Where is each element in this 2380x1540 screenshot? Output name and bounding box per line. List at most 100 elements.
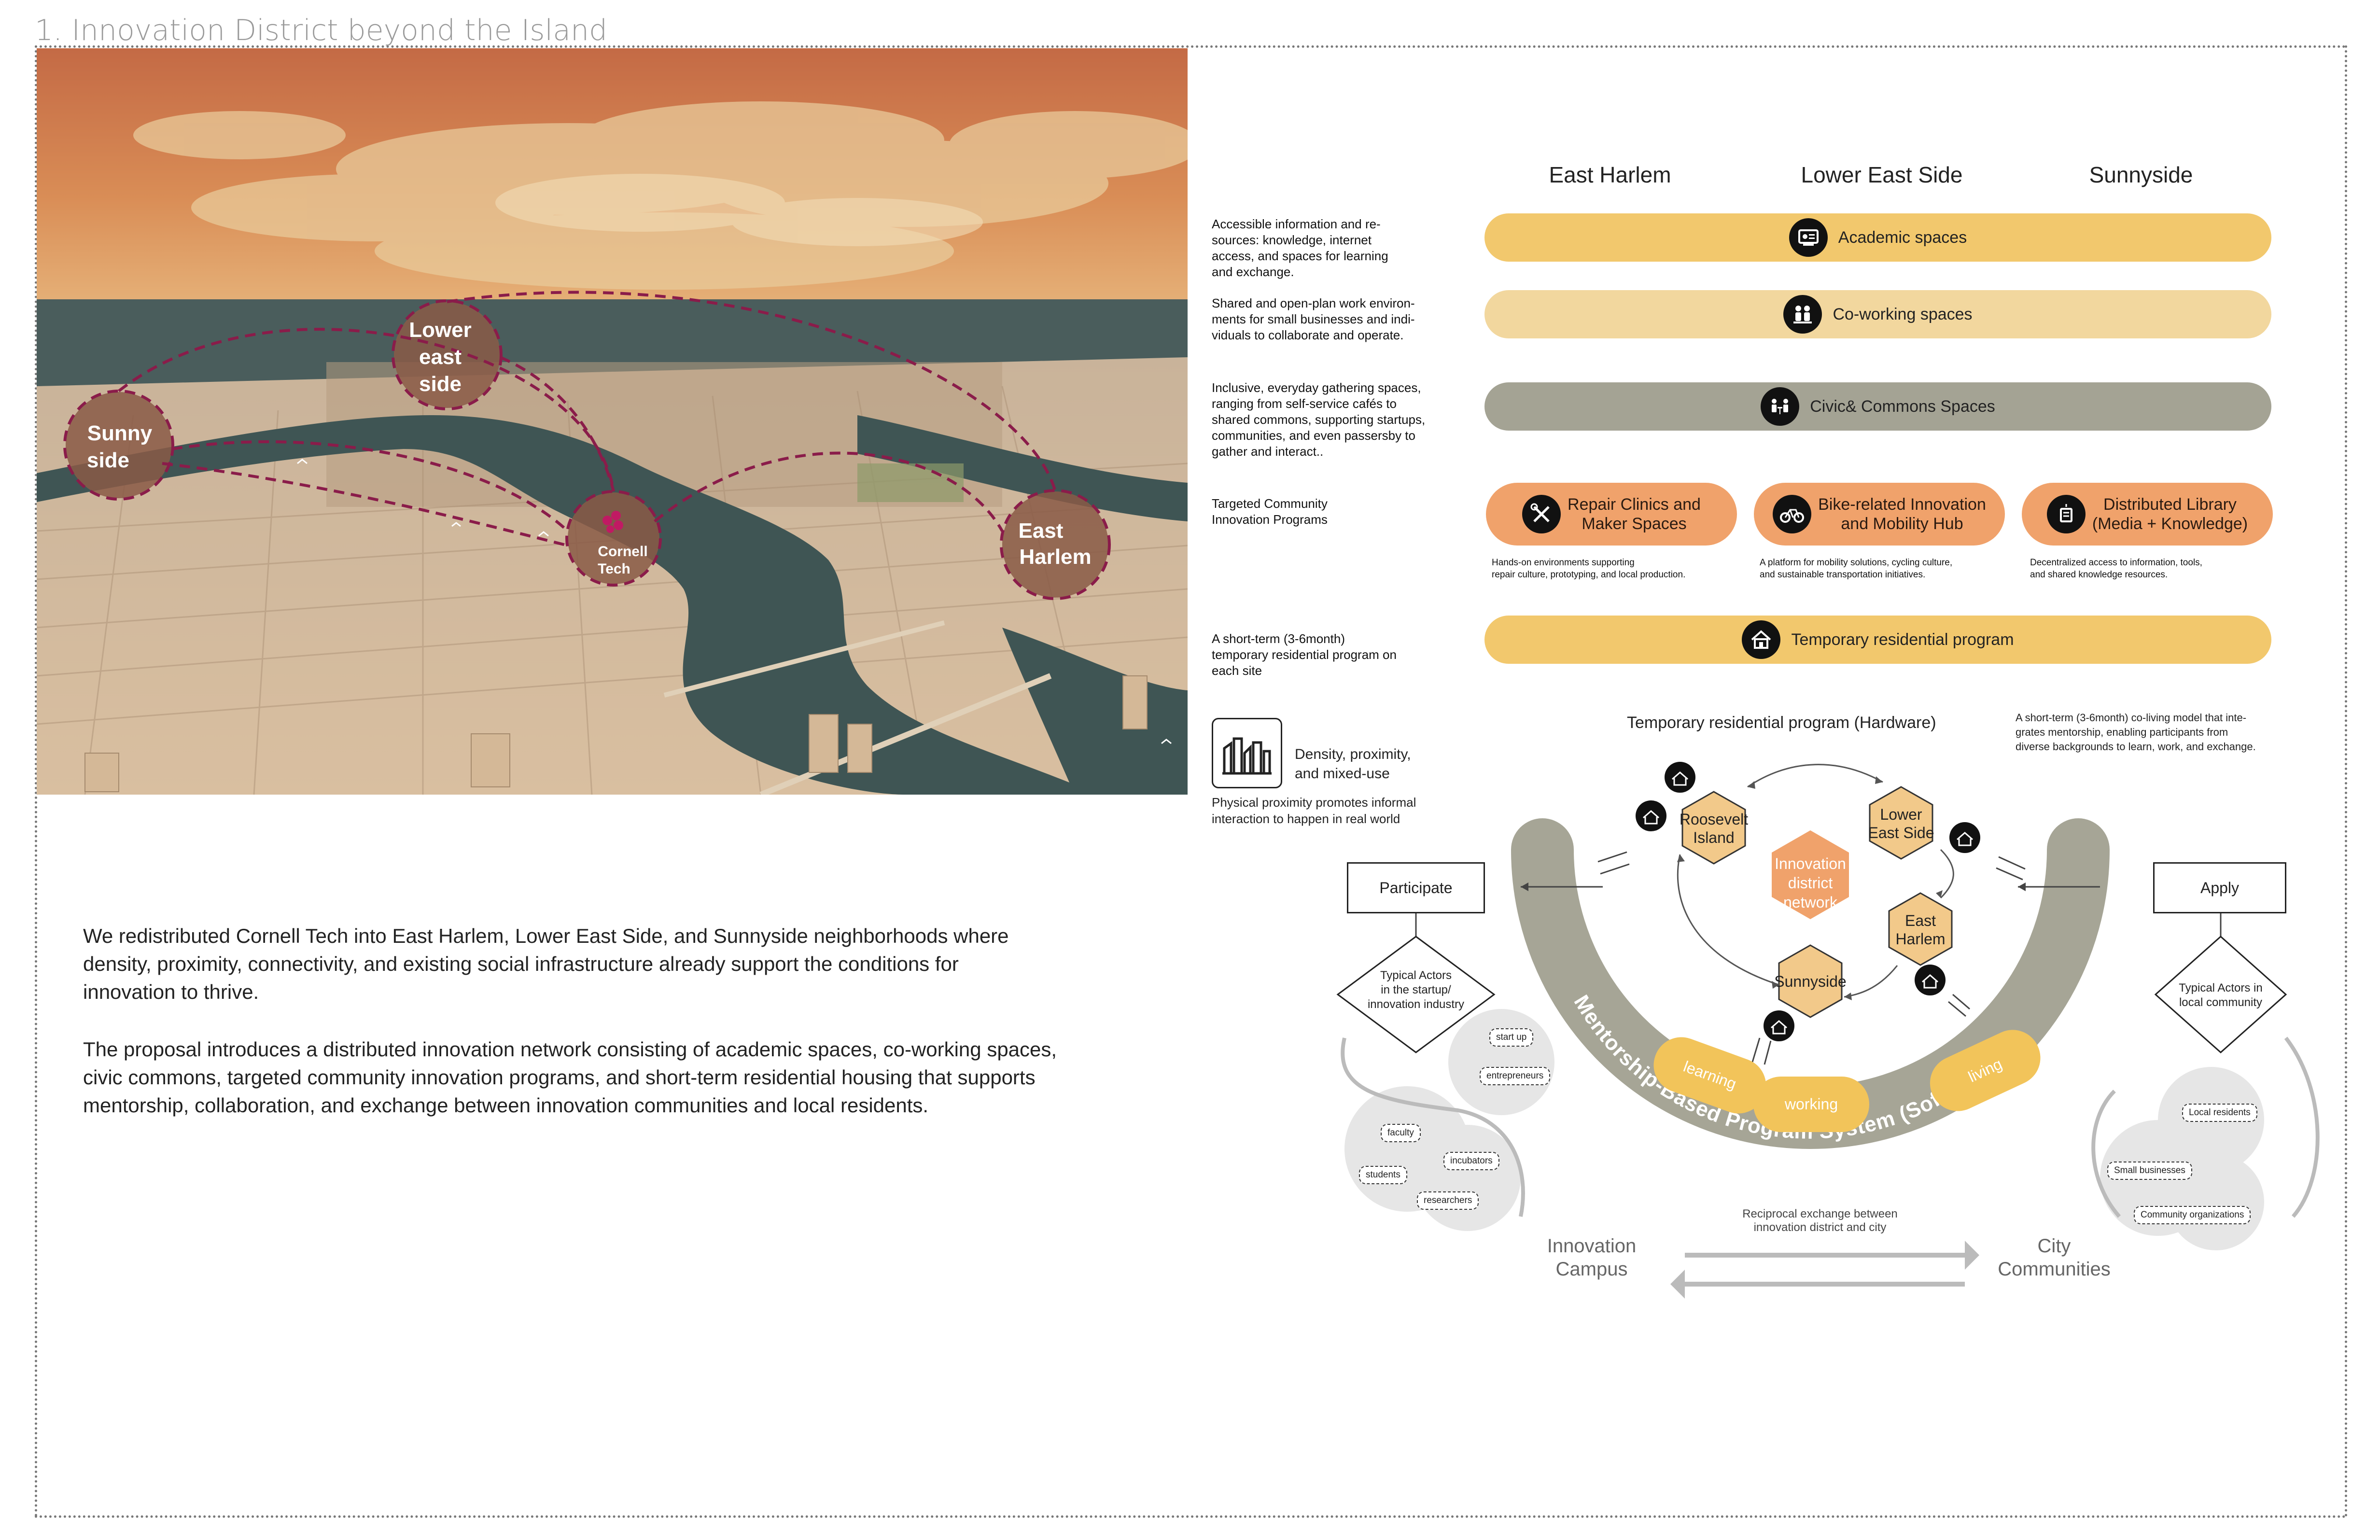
exchange-line1: Reciprocal exchange between (1742, 1207, 1898, 1220)
center-line2: district (1788, 874, 1833, 892)
left-actor-line1: Typical Actors (1380, 969, 1452, 982)
hex-roosevelt-line2: Island (1693, 829, 1734, 846)
density-description: Physical proximity promotes informal int… (1212, 795, 1416, 826)
hex-east-harlem-line1: East (1905, 912, 1936, 929)
repair-clinics-description: Hands-on environments supporting repair … (1492, 558, 1686, 580)
map-svg: Lower east side Sunny side East Harlem C… (37, 48, 1188, 795)
coworking-spaces-bar: Co-working spaces (1484, 290, 2271, 338)
label-lower-east-side-1: Lower (409, 318, 472, 342)
academic-spaces-label: Academic spaces (1838, 228, 1967, 247)
bike-icon (1773, 495, 1812, 533)
repair-clinics-label: Repair Clinics and Maker Spaces (1568, 495, 1701, 533)
city-communities-line1: City (2038, 1235, 2071, 1257)
left-actor-line3: innovation industry (1368, 998, 1464, 1011)
marker-cornell-tech (568, 492, 659, 584)
density-label: Density, proximity, and mixed-use (1295, 746, 1411, 782)
commons-icon (1761, 387, 1800, 426)
right-actor-line1: Typical Actors in (2179, 981, 2262, 994)
bike-hub-description: A platform for mobility solutions, cycli… (1760, 558, 1953, 580)
civic-commons-label: Civic& Commons Spaces (1810, 397, 1995, 416)
tag-small-businesses: Small businesses (2107, 1162, 2192, 1180)
label-sunnyside-2: side (87, 448, 129, 472)
label-lower-east-side-2: east (419, 345, 462, 369)
apply-box: Apply (2153, 862, 2286, 913)
center-line3: network (1783, 894, 1838, 911)
pill-working: working (1784, 1095, 1838, 1113)
column-east-harlem: East Harlem (1549, 162, 1671, 187)
river (37, 415, 1099, 795)
right-actor-line2: local community (2179, 996, 2262, 1009)
hardware-title: Temporary residential program (Hardware) (1627, 714, 1936, 732)
library-icon (2046, 495, 2086, 533)
label-lower-east-side-3: side (419, 372, 462, 396)
map-illustration: Lower east side Sunny side East Harlem C… (37, 48, 1188, 795)
hex-lower-east-side (1869, 786, 1933, 860)
tag-community-organizations: Community organizations (2134, 1206, 2251, 1224)
label-east-harlem-2: Harlem (1019, 545, 1091, 569)
label-cornell-tech-2: Tech (598, 561, 630, 577)
hex-roosevelt-island (1681, 791, 1746, 865)
marker-east-harlem (1002, 491, 1108, 598)
bike-hub-pill: Bike-related Innovation and Mobility Hub (1754, 483, 2005, 546)
label-sunnyside-1: Sunny (87, 421, 153, 445)
library-description: Decentralized access to information, too… (2030, 558, 2202, 580)
center-line1: Innovation (1775, 855, 1846, 872)
body-paragraph-2: The proposal introduces a distributed in… (83, 1038, 1057, 1117)
column-sunnyside: Sunnyside (2089, 162, 2193, 187)
distributed-library-pill: Distributed Library (Media + Knowledge) (2022, 483, 2273, 546)
hardware-side-note: A short-term (3-6month) co-living model … (2016, 712, 2256, 753)
innovation-campus-line2: Campus (1556, 1259, 1628, 1280)
marker-sunnyside (66, 392, 172, 498)
buildings-icon (1212, 718, 1282, 788)
hex-lower-east-line1: Lower (1880, 806, 1922, 823)
label-cornell-tech-1: Cornell (598, 544, 647, 560)
cornell-tech-logo (602, 511, 623, 533)
hex-lower-east-line2: East Side (1868, 824, 1934, 841)
hex-east-harlem-line2: Harlem (1895, 930, 1945, 948)
academic-description: Accessible information and re- sources: … (1212, 217, 1388, 279)
tools-icon (1522, 495, 1561, 533)
label-east-harlem-1: East (1019, 519, 1064, 543)
innovation-campus-line1: Innovation (1547, 1235, 1637, 1257)
hex-roosevelt-line1: Roosevelt (1680, 811, 1748, 828)
coworking-description: Shared and open-plan work environ- ments… (1212, 296, 1415, 342)
left-actor-line2: in the startup/ (1381, 983, 1451, 996)
column-lower-east-side: Lower East Side (1801, 162, 1963, 187)
hex-sunnyside (1778, 944, 1843, 1018)
city-communities-line2: Communities (1998, 1259, 2110, 1280)
page-title: 1. Innovation District beyond the Island (35, 14, 608, 47)
tag-faculty: faculty (1381, 1124, 1421, 1142)
tag-incubators: incubators (1443, 1152, 1499, 1170)
network-diagram: Mentorship-Based Program System (Softwar… (1336, 762, 2320, 1299)
residential-description: A short-term (3-6month) temporary reside… (1212, 631, 1397, 678)
tag-entrepreneurs: entrepreneurs (1480, 1067, 1551, 1085)
body-paragraph-1: We redistributed Cornell Tech into East … (83, 924, 1009, 1003)
participate-box: Participate (1347, 862, 1485, 913)
targeted-description: Targeted Community Innovation Programs (1212, 496, 1328, 527)
tag-researchers: researchers (1417, 1191, 1479, 1210)
hex-sunnyside-label: Sunnyside (1774, 973, 1846, 990)
software-pills (1653, 1030, 2041, 1132)
civic-commons-bar: Civic& Commons Spaces (1484, 382, 2271, 431)
academic-spaces-bar: Academic spaces (1484, 213, 2271, 262)
temporary-residential-label: Temporary residential program (1791, 630, 2014, 649)
connection-arcs (118, 291, 1057, 547)
house-badges (1636, 762, 1980, 1041)
marker-lower-east-side (394, 302, 500, 408)
coworking-icon (1783, 295, 1822, 334)
distributed-library-label: Distributed Library (Media + Knowledge) (2092, 495, 2248, 533)
tag-start-up: start up (1489, 1028, 1534, 1047)
house-icon (1742, 620, 1781, 659)
coworking-spaces-label: Co-working spaces (1833, 305, 1973, 323)
repair-clinics-pill: Repair Clinics and Maker Spaces (1486, 483, 1737, 546)
hex-east-harlem (1888, 892, 1953, 966)
bike-hub-label: Bike-related Innovation and Mobility Hub (1818, 495, 1986, 533)
right-actor-diamond (2154, 935, 2287, 1054)
page-frame (35, 45, 2347, 1518)
tag-students: students (1359, 1166, 1407, 1184)
clouds (133, 101, 1188, 290)
temporary-residential-bar: Temporary residential program (1484, 616, 2271, 664)
classroom-icon (1789, 218, 1828, 257)
left-actor-diamond (1336, 936, 1496, 1053)
tag-local-residents: Local residents (2182, 1104, 2257, 1122)
